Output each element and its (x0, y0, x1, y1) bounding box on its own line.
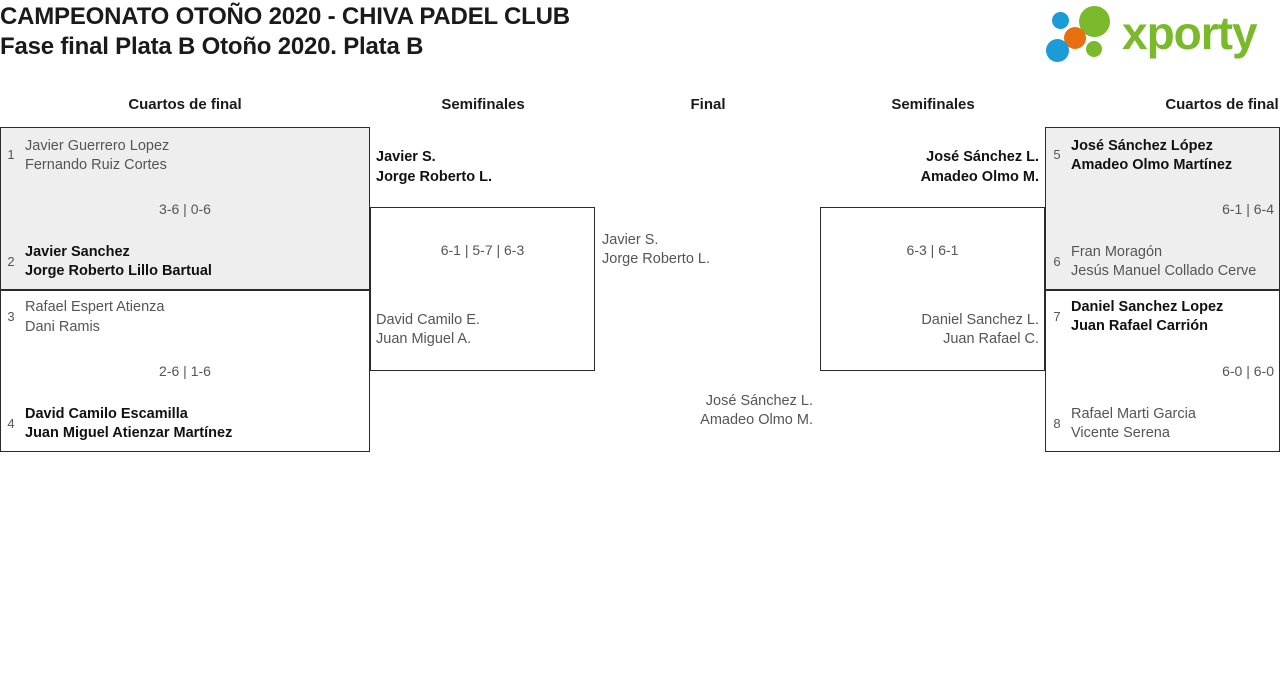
sf-left-team-bottom-player-2: Juan Miguel A. (376, 331, 472, 347)
logo-dot-blue-small (1052, 12, 1069, 29)
seed-number-6: 6 (1053, 254, 1061, 269)
sf-right-team-top-player-1: José Sánchez L. (926, 149, 1039, 165)
qf3-bottom-clip: Fran Moragón Jesús Manuel Collado Cerve (1071, 241, 1280, 285)
seed-number-4: 4 (7, 416, 15, 431)
qf1-team-bottom-player-2: Jorge Roberto Lillo Bartual (25, 263, 212, 279)
seed-number-7: 7 (1053, 309, 1061, 324)
final-right-player-1: José Sánchez L. (705, 393, 813, 409)
match-box-semifinal-right[interactable] (820, 207, 1045, 371)
final-left-player-2: Jorge Roberto L. (602, 251, 711, 267)
qf4-top-clip: Daniel Sanchez Lopez Juan Rafael Carrión (1071, 296, 1280, 340)
final-left-player-1: Javier S. (602, 232, 659, 248)
qf3-team-top-player-2: Amadeo Olmo Martínez (1071, 157, 1233, 173)
qf1-team-top-player-2: Fernando Ruiz Cortes (25, 157, 167, 173)
qf4-team-bottom-player-2: Vicente Serena (1071, 425, 1170, 441)
qf1-score: 3-6 | 0-6 (159, 201, 211, 217)
sf-left-team-top-player-2: Jorge Roberto L. (376, 169, 493, 185)
match-box-qf3[interactable] (1045, 127, 1280, 290)
seed-number-8: 8 (1053, 416, 1061, 431)
qf3-team-bottom-player-2: Jesús Manuel Collado Cerve (1071, 263, 1257, 279)
sf-left-team-top-player-1: Javier S. (376, 149, 436, 165)
sf-right-team-bottom-player-1: Daniel Sanchez L. (921, 312, 1039, 328)
round-header-semis-right: Semifinales (891, 96, 975, 113)
sf-left-score: 6-1 | 5-7 | 6-3 (440, 242, 525, 258)
final-right-player-2: Amadeo Olmo M. (700, 412, 813, 428)
xporty-logo-dots-icon (1046, 6, 1124, 62)
qf3-team-top-player-1: José Sánchez López (1071, 138, 1213, 154)
seed-number-5: 5 (1053, 147, 1061, 162)
xporty-logo[interactable]: xporty (1046, 4, 1276, 64)
qf4-team-bottom-player-1: Rafael Marti Garcia (1071, 406, 1196, 422)
qf2-score: 2-6 | 1-6 (159, 363, 211, 379)
sf-right-team-bottom-player-2: Juan Rafael C. (943, 331, 1039, 347)
qf3-score: 6-1 | 6-4 (1222, 201, 1274, 217)
qf4-team-top-player-1: Daniel Sanchez Lopez (1071, 299, 1224, 315)
seed-number-3: 3 (7, 309, 15, 324)
match-box-semifinal-left[interactable] (370, 207, 595, 371)
qf4-bottom-clip: Rafael Marti Garcia Vicente Serena (1071, 403, 1280, 447)
match-box-qf1[interactable] (0, 127, 370, 290)
seed-number-2: 2 (7, 254, 15, 269)
round-header-semis-left: Semifinales (441, 96, 525, 113)
round-header-final: Final (690, 96, 726, 113)
qf2-team-top-player-1: Rafael Espert Atienza (25, 299, 165, 315)
qf4-score: 6-0 | 6-0 (1222, 363, 1274, 379)
sf-right-team-top-player-2: Amadeo Olmo M. (920, 169, 1039, 185)
qf4-team-top-player-2: Juan Rafael Carrión (1071, 318, 1208, 334)
qf2-team-top-player-2: Dani Ramis (25, 319, 100, 335)
tournament-title: CAMPEONATO OTOÑO 2020 - CHIVA PADEL CLUB… (0, 2, 570, 62)
seed-number-1: 1 (7, 147, 15, 162)
qf1-team-top-player-1: Javier Guerrero Lopez (25, 138, 170, 154)
round-header-quarters-left: Cuartos de final (128, 96, 242, 113)
round-header-quarters-right-clip: Cuartos de final (1060, 96, 1280, 118)
sf-right-score: 6-3 | 6-1 (906, 242, 959, 258)
tournament-title-line-1: CAMPEONATO OTOÑO 2020 - CHIVA PADEL CLUB (0, 3, 570, 30)
round-header-quarters-right: Cuartos de final (1165, 96, 1279, 113)
qf1-team-bottom-player-1: Javier Sanchez (25, 244, 130, 260)
logo-dot-orange (1064, 27, 1086, 49)
qf2-team-bottom-player-1: David Camilo Escamilla (25, 406, 188, 422)
sf-left-team-bottom-player-1: David Camilo E. (376, 312, 480, 328)
logo-dot-blue-large (1046, 39, 1069, 62)
match-box-qf2[interactable] (0, 290, 370, 452)
qf3-top-clip: José Sánchez López Amadeo Olmo Martínez (1071, 135, 1280, 179)
logo-dot-green-small (1086, 41, 1102, 57)
qf3-team-bottom-player-1: Fran Moragón (1071, 244, 1163, 260)
tournament-title-line-2: Fase final Plata B Otoño 2020. Plata B (0, 33, 424, 60)
xporty-logo-wordmark: xporty (1122, 7, 1258, 59)
match-box-qf4[interactable] (1045, 290, 1280, 452)
qf2-team-bottom-player-2: Juan Miguel Atienzar Martínez (25, 425, 233, 441)
